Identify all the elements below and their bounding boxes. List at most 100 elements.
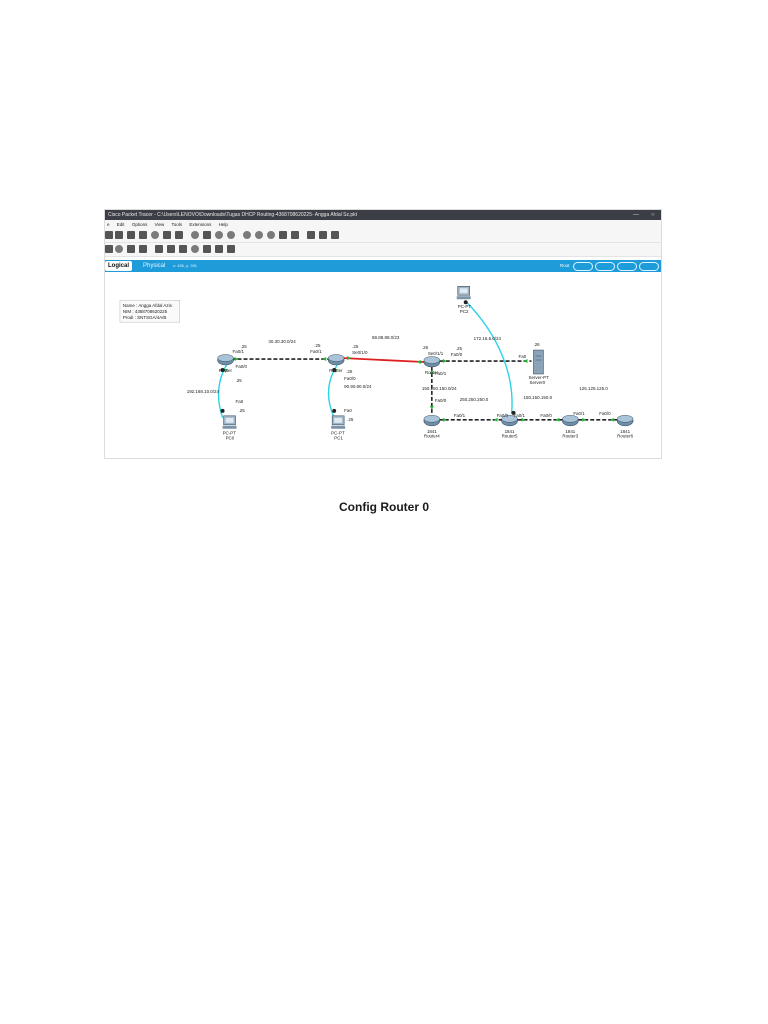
topology-canvas[interactable]: Name : Angga Afdal Azis NIM : 4368708620…	[105, 272, 661, 459]
pc2-type: PC-PT	[458, 304, 472, 309]
nav-back-button[interactable]	[573, 262, 593, 271]
menu-file[interactable]: e	[107, 222, 110, 227]
router2-label: Router	[425, 370, 439, 375]
port-r1-fa00: Fa0/0	[344, 376, 356, 381]
custom-device-icon[interactable]	[291, 231, 299, 239]
router6-name: Router6	[617, 434, 633, 439]
window-title: Cisco Packet Tracer - C:\Users\LENOVO\Do…	[108, 212, 358, 218]
link-router1-router2-serial[interactable]	[342, 357, 424, 363]
router3[interactable]: 1841 Router3	[562, 415, 579, 439]
net-label-192: 192.168.10.0/24	[187, 389, 220, 394]
root-label[interactable]: Root	[560, 263, 570, 268]
minimize-button[interactable]: —	[633, 212, 639, 218]
simple-pdu-icon[interactable]	[215, 245, 223, 253]
info-nim: NIM : 4368708620225	[123, 309, 168, 314]
menu-extensions[interactable]: Extensions	[189, 222, 212, 227]
zoom-in-icon[interactable]	[243, 231, 251, 239]
menu-help[interactable]: Help	[218, 222, 228, 227]
pc2-name: PC2	[460, 309, 469, 314]
port-r0-fa01: Fa0/1	[233, 349, 245, 354]
open-icon[interactable]	[115, 231, 123, 239]
pdu-list-icon[interactable]	[331, 231, 339, 239]
zoom-reset-icon[interactable]	[255, 231, 263, 239]
pc0[interactable]: PC-PT PC0	[222, 415, 237, 441]
note-icon[interactable]	[155, 245, 163, 253]
undo-icon[interactable]	[215, 231, 223, 239]
viewport-button[interactable]	[617, 262, 637, 271]
print-icon[interactable]	[139, 231, 147, 239]
net-label-90: 90.90.90.0/24	[344, 384, 372, 389]
main-toolbar	[105, 229, 661, 243]
menu-tools[interactable]: Tools	[171, 222, 183, 227]
pc2[interactable]: PC-PT PC2	[456, 285, 472, 314]
viewport-icon[interactable]	[307, 231, 315, 239]
port-r5-fa00: Fa0/0	[497, 413, 509, 418]
line-icon[interactable]	[167, 245, 175, 253]
packet-tracer-screenshot: Cisco Packet Tracer - C:\Users\LENOVO\Do…	[104, 209, 662, 459]
router4[interactable]: 1841 Router4	[423, 415, 440, 439]
router3-model: 1841	[565, 429, 575, 434]
pc0-name: PC0	[226, 436, 235, 441]
select-icon[interactable]	[105, 245, 113, 253]
pc1[interactable]: PC-PT PC1	[331, 415, 346, 441]
port-srv-26: .26	[533, 342, 540, 347]
paste-icon[interactable]	[203, 231, 211, 239]
freeform-icon[interactable]	[203, 245, 211, 253]
complex-pdu-icon[interactable]	[227, 245, 235, 253]
router4-name: Router4	[424, 434, 440, 439]
network-info-icon[interactable]	[175, 231, 183, 239]
server0-name: Server0	[529, 380, 545, 385]
info-note: Name : Angga Afdal Azis NIM : 4368708620…	[119, 299, 180, 323]
set-tiled-background-button[interactable]	[595, 262, 615, 271]
port-pc1-25: .25	[347, 417, 354, 422]
port-r1-fa01: Fa0/1	[310, 349, 322, 354]
port-r1-se: Se0/1/0	[352, 350, 368, 355]
tutorial-icon[interactable]	[319, 231, 327, 239]
menu-edit[interactable]: Edit	[116, 222, 125, 227]
inspect-icon[interactable]	[115, 245, 123, 253]
delete-icon[interactable]	[127, 245, 135, 253]
port-r1-25c: .25	[346, 369, 353, 374]
ellipse-icon[interactable]	[191, 245, 199, 253]
server0[interactable]: Server-PT Server0	[528, 349, 549, 385]
redo-icon[interactable]	[227, 231, 235, 239]
menu-view[interactable]: View	[154, 222, 165, 227]
drawing-palette-icon[interactable]	[279, 231, 287, 239]
info-icon[interactable]	[151, 231, 159, 239]
tab-logical[interactable]: Logical	[105, 261, 133, 271]
environment-button[interactable]	[639, 262, 659, 271]
port-r0-25a: .25	[241, 344, 248, 349]
port-r1-25a: .25	[314, 343, 321, 348]
router3-name: Router3	[562, 434, 578, 439]
router2[interactable]: Router	[423, 356, 441, 375]
net-label-30: 30.30.30.0/24	[268, 339, 296, 344]
copy-icon[interactable]	[191, 231, 199, 239]
port-r0-fa00: Fa0/0	[236, 364, 248, 369]
port-r3-fa01: Fa0/1	[573, 411, 585, 416]
new-icon[interactable]	[105, 231, 113, 239]
server0-type: Server-PT	[528, 375, 549, 380]
net-label-150-a: 150.150.150.0/24	[422, 386, 457, 391]
maximize-button[interactable]: ○	[651, 212, 655, 218]
port-r2-se: Se0/1/1	[428, 351, 444, 356]
net-label-150-b: 150.150.150.0	[523, 395, 552, 400]
router6[interactable]: 1841 Router6	[616, 415, 634, 439]
rectangle-icon[interactable]	[179, 245, 187, 253]
pc0-type: PC-PT	[223, 431, 237, 436]
router0[interactable]: Router	[217, 354, 234, 373]
port-r6-fa00: Fa0/0	[599, 411, 611, 416]
link-pc2-router5[interactable]	[466, 301, 513, 414]
menu-options[interactable]: Options	[131, 222, 148, 227]
router5[interactable]: 1841 Router5	[501, 415, 518, 439]
tab-physical[interactable]: Physical	[143, 263, 166, 269]
port-r3-fa00: Fa0/0	[540, 413, 552, 418]
port-r4-fa00: Fa0/0	[435, 398, 447, 403]
port-r2-26: .26	[422, 345, 429, 350]
resize-icon[interactable]	[139, 245, 147, 253]
net-label-250: 250.250.250.0	[460, 397, 489, 402]
port-pc0-fa0: Fa0	[236, 399, 244, 404]
router1[interactable]: Router	[327, 354, 345, 373]
zoom-out-icon[interactable]	[267, 231, 275, 239]
wizard-icon[interactable]	[163, 231, 171, 239]
save-icon[interactable]	[127, 231, 135, 239]
